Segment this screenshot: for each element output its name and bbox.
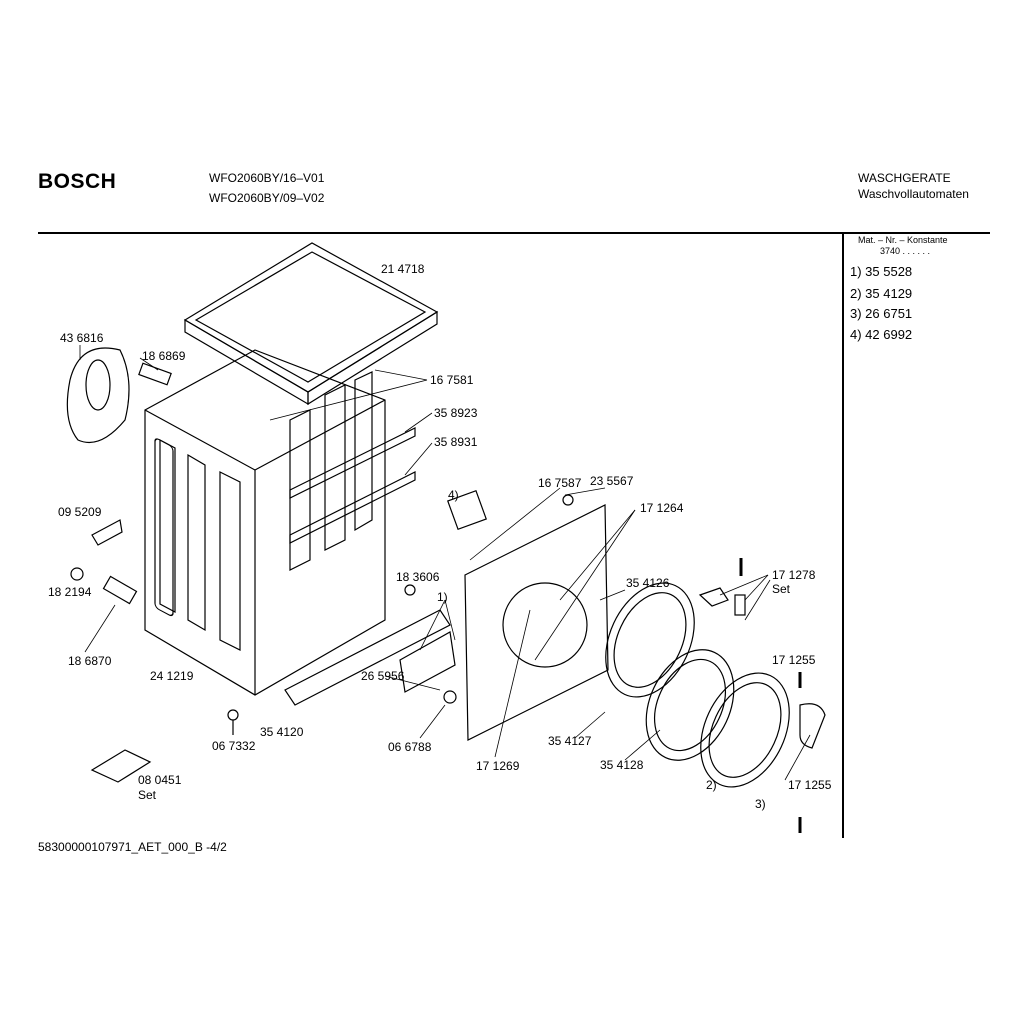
part-label: 17 1255 [788,778,832,792]
part-label: 17 1264 [640,501,684,515]
part-label: 3) [755,797,766,811]
worktop-lid [183,242,439,406]
part-label: 16 7587 [538,476,582,490]
part-label: 18 6870 [68,654,112,668]
subcategory: Waschvollautomaten [858,187,969,201]
part-label: 17 1278 [772,568,816,582]
header-divider [38,232,990,234]
part-label: 18 3606 [396,570,440,584]
part-label: 35 4126 [626,576,670,590]
part-label: 35 4120 [260,725,304,739]
cabinet-housing [144,349,386,696]
part-label: 06 7332 [212,739,256,753]
brace-358923 [289,427,416,499]
model-number-1: WFO2060BY/16–V01 [209,171,325,185]
part-label: 06 6788 [388,740,432,754]
part-label: 1) [437,590,448,604]
door-handle [799,703,826,749]
part-167587 [562,494,574,506]
door-ring-outer [700,672,790,788]
leader-lines [79,345,811,781]
mounting-plate [90,749,152,783]
foot-182194 [70,567,84,581]
counterweight [66,347,130,444]
side-panel-constant: 3740 . . . . . . [880,246,931,256]
part-label: Set [138,788,157,802]
category: WASCHGERATE [858,171,951,185]
part-183606 [404,584,416,596]
part-label: 21 4718 [381,262,425,276]
part-label: 16 7581 [430,373,474,387]
side-panel-title: Mat. – Nr. – Konstante [858,235,948,245]
part-label: 08 0451 [138,773,182,787]
part-label: 43 6816 [60,331,104,345]
part-label: 18 6869 [142,349,186,363]
document-id: 58300000107971_AET_000_B -4/2 [38,840,227,854]
side-panel-item: 1) 35 5528 [850,264,913,279]
part-label: 35 4128 [600,758,644,772]
part-label: Set [772,582,791,596]
model-number-2: WFO2060BY/09–V02 [209,191,325,205]
part-186869 [138,362,172,386]
shock-186870 [102,575,138,605]
foot-067332 [227,709,239,721]
service-flap [399,631,456,693]
part-label: 23 5567 [590,474,634,488]
part-label: 35 4127 [548,734,592,748]
side-panel-divider [842,232,844,838]
brace-358931 [289,471,416,544]
side-panel-item: 3) 26 6751 [850,306,913,321]
side-panel-item: 4) 42 6992 [850,327,913,342]
part-label: 17 1255 [772,653,816,667]
part-label: 4) [448,488,459,502]
part-label: 09 5209 [58,505,102,519]
part-label: 24 1219 [150,669,194,683]
door-ring-inner [605,582,695,698]
door-glass [645,649,735,761]
part-label: 2) [706,778,717,792]
part-label: 35 8931 [434,435,478,449]
bracket-095209 [91,519,123,546]
hinge-part [698,587,729,607]
side-panel-item: 2) 35 4129 [850,286,913,301]
kickplate [284,609,451,706]
door-lock [447,490,487,530]
brand-logo: BOSCH [38,170,117,193]
front-panel [464,504,609,741]
screw-066788 [443,690,457,704]
part-label: 17 1269 [476,759,520,773]
part-label: 26 5956 [361,669,405,683]
part-label: 35 8923 [434,406,478,420]
part-label: 18 2194 [48,585,92,599]
hinge-part [734,594,746,616]
